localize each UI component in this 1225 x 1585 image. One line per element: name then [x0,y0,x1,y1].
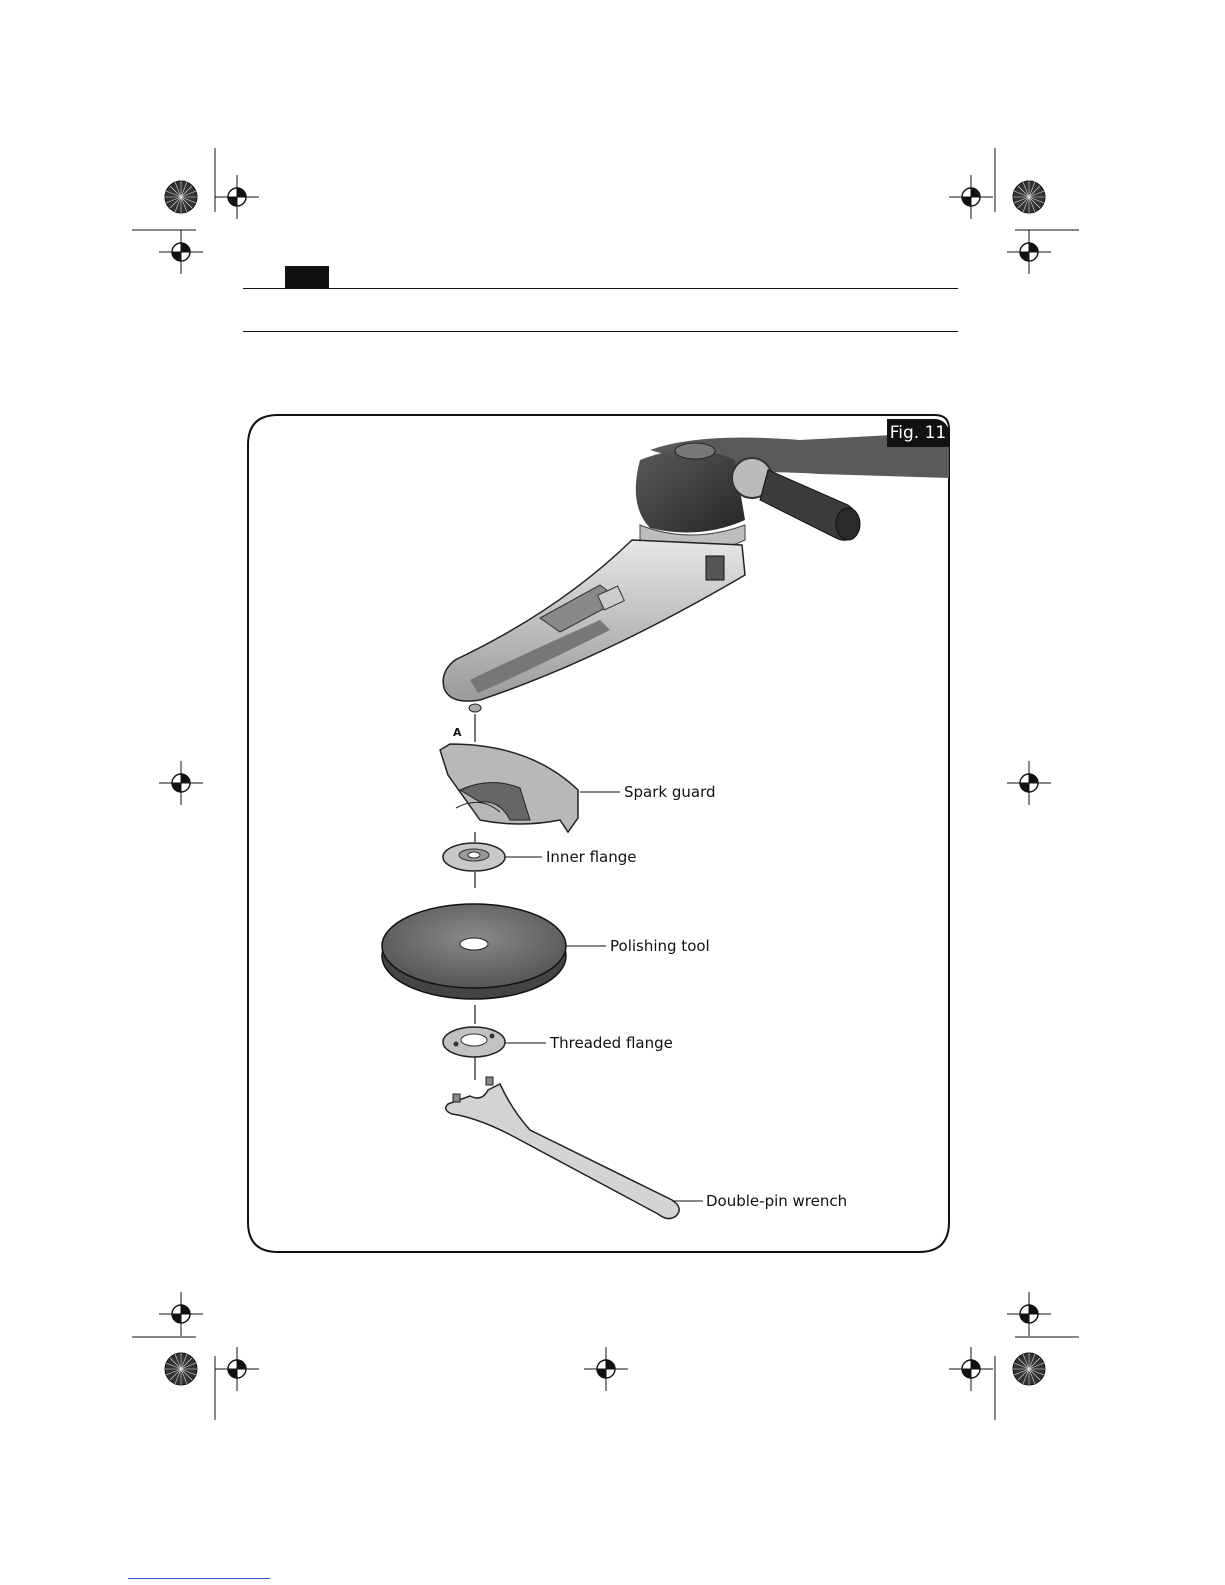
spark-guard-label: Spark guard [624,783,716,801]
registration-mark-icon [1007,761,1051,805]
registration-mark-icon [159,761,203,805]
double-pin-wrench-label: Double-pin wrench [706,1192,847,1210]
registration-mark-icon [159,1292,203,1336]
registration-mark-icon [584,1347,628,1391]
page-number-tab [285,266,329,288]
registration-mark-icon [215,1347,259,1391]
inner-flange-illustration [443,843,505,871]
polishing-tool-illustration [382,904,566,999]
marker-a-label: A [453,726,462,739]
color-calibration-disc-icon [1013,1353,1045,1385]
threaded-flange-label: Threaded flange [550,1034,673,1052]
registration-mark-icon [949,175,993,219]
color-calibration-disc-icon [165,1353,197,1385]
threaded-flange-illustration [443,1027,505,1057]
registration-mark-icon [215,175,259,219]
registration-mark-icon [1007,230,1051,274]
spark-guard-illustration [440,744,578,832]
header-rule [243,288,958,289]
polishing-tool-label: Polishing tool [610,937,710,955]
color-calibration-disc-icon [165,181,197,213]
color-calibration-disc-icon [1013,181,1045,213]
registration-mark-icon [1007,1292,1051,1336]
figure-number-badge: Fig. 11 [887,419,949,447]
header-rule-lower [243,331,958,332]
grinder-illustration [443,432,949,712]
double-pin-wrench-illustration [446,1077,679,1219]
registration-mark-icon [949,1347,993,1391]
registration-mark-icon [159,230,203,274]
crop-marks-top [132,148,1079,230]
bottom-link-underline [128,1578,270,1579]
inner-flange-label: Inner flange [546,848,637,866]
